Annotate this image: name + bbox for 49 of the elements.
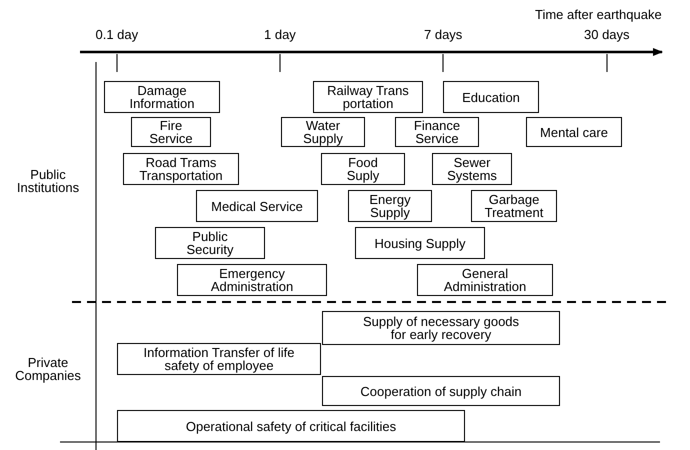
activity-box — [117, 343, 321, 375]
activity-box — [131, 117, 211, 147]
activity-box — [117, 410, 465, 442]
activity-box — [196, 190, 318, 222]
tick-label: 30 days — [584, 28, 630, 42]
activity-box — [322, 376, 560, 406]
activity-box — [471, 190, 557, 222]
activity-box — [104, 81, 220, 113]
activity-box — [432, 153, 512, 185]
activity-label: General Administration — [442, 267, 528, 293]
activity-label: Public Security — [186, 230, 234, 256]
activity-box — [313, 81, 423, 113]
axis-title: Time after earthquake — [535, 8, 662, 22]
activity-label: Energy Supply — [368, 193, 412, 219]
activity-box — [526, 117, 622, 147]
activity-label: Information Transfer of life safety of employee — [142, 346, 296, 372]
row-label: Public Institutions — [16, 168, 80, 194]
activity-label: Sewer Systems — [446, 156, 498, 182]
activity-label: Housing Supply — [374, 236, 466, 250]
activity-box — [417, 264, 553, 296]
activity-box — [155, 227, 265, 259]
activity-label: Food Suply — [346, 156, 380, 182]
activity-label: Operational safety of critical facilities — [186, 420, 396, 432]
activity-label: Fire Service — [148, 119, 194, 145]
row-label: Private Companies — [14, 356, 82, 382]
activity-label: Garbage Treatment — [484, 193, 544, 219]
activity-box — [355, 227, 485, 259]
activity-box — [322, 311, 560, 345]
activity-box — [348, 190, 432, 222]
activity-label: Water Supply — [302, 119, 344, 145]
activity-label: Cooperation of supply chain — [360, 384, 522, 398]
tick-label: 7 days — [424, 28, 462, 42]
activity-label: Emergency Administration — [210, 267, 294, 293]
activity-box — [395, 117, 479, 147]
activity-box — [281, 117, 365, 147]
activity-box — [123, 153, 239, 185]
activity-label: Finance Service — [412, 119, 462, 145]
activity-box — [177, 264, 327, 296]
activity-label: Supply of necessary goods for early recovery — [362, 315, 520, 341]
tick-label: 1 day — [264, 28, 296, 42]
activity-box — [443, 81, 539, 113]
tick-label: 0.1 day — [96, 28, 138, 42]
activity-label: Education — [462, 90, 520, 104]
activity-label: Mental care — [540, 126, 608, 138]
activity-box — [321, 153, 405, 185]
activity-label: Railway Trans portation — [326, 84, 410, 110]
activity-label: Road Trams Transportation — [138, 156, 224, 182]
activity-label: Damage Information — [128, 84, 196, 110]
activity-label: Medical Service — [211, 200, 303, 212]
